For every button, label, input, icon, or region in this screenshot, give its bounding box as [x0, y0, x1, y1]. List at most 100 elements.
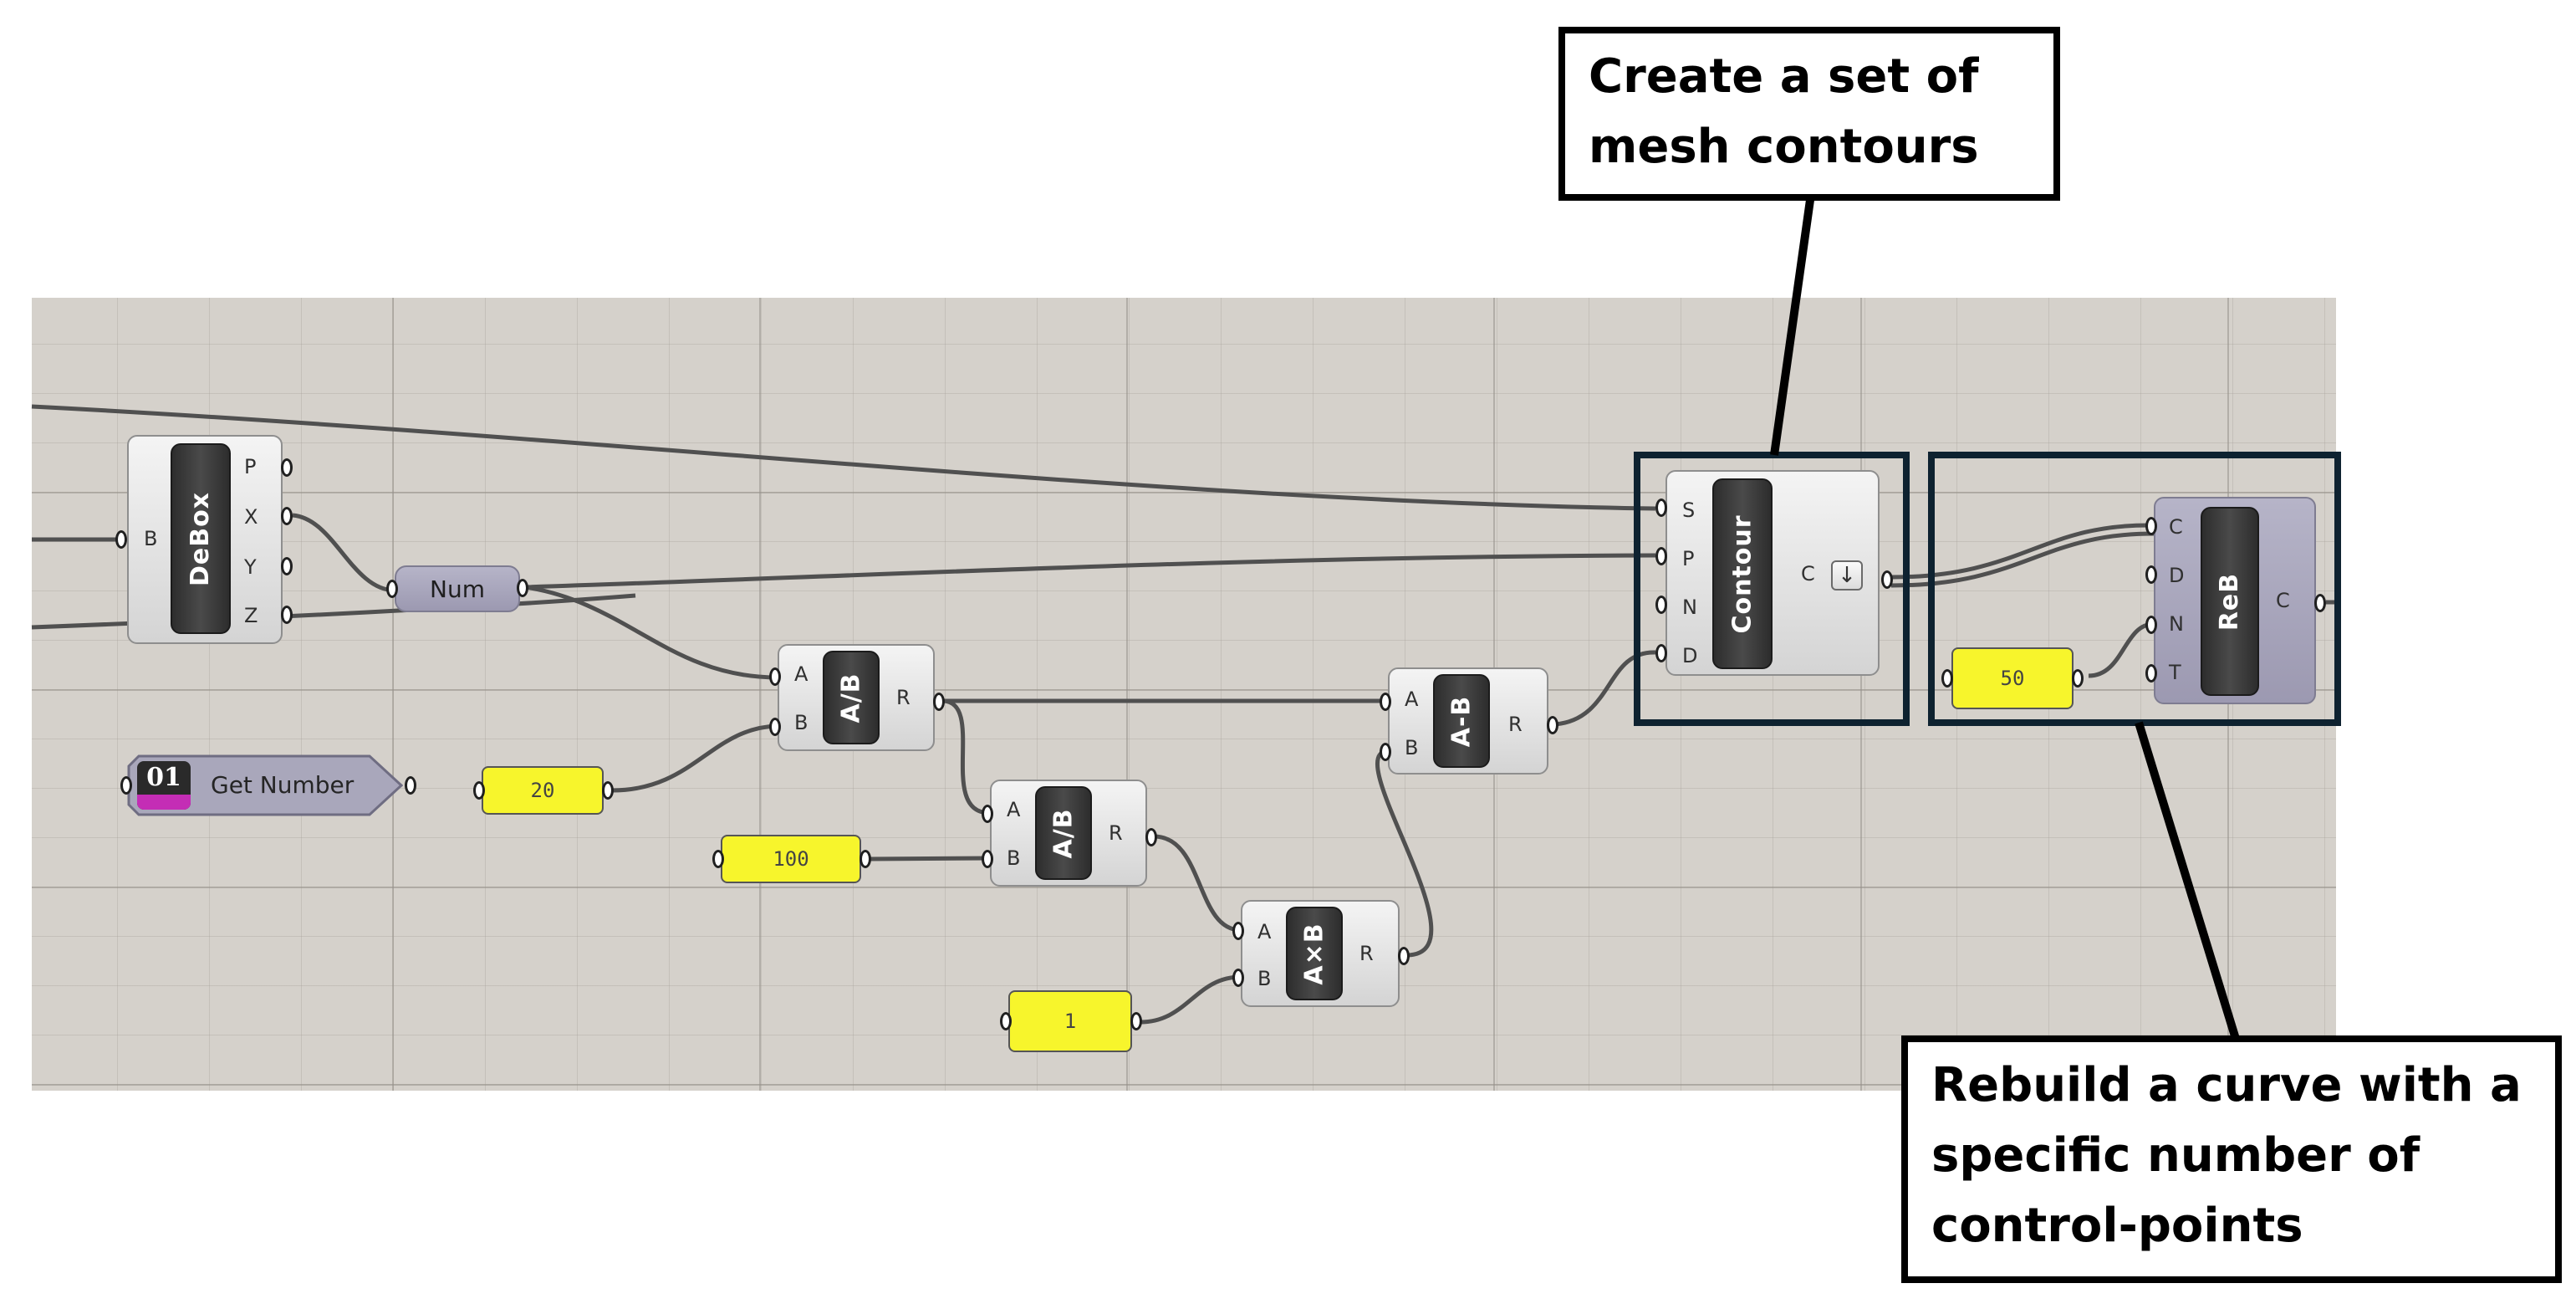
- div1-port-r[interactable]: [933, 693, 945, 711]
- reb-title-bar: ReB: [2201, 507, 2259, 696]
- wire-num-to-contour-p: [524, 553, 1656, 590]
- mult-port-a[interactable]: [1232, 922, 1244, 940]
- reb-input-c: C: [2169, 515, 2183, 539]
- contour-note-line-1: Create a set of: [1589, 49, 1979, 104]
- panel-100-port-in[interactable]: [712, 850, 724, 868]
- div1-input-b: B: [794, 711, 809, 734]
- rebuild-annotation: Rebuild a curve with a specific number o…: [1901, 1035, 2562, 1283]
- mult-input-a: A: [1257, 920, 1272, 943]
- contour-input-d: D: [1682, 644, 1698, 667]
- debox-output-z: Z: [244, 604, 258, 627]
- panel-1-port-in[interactable]: [1000, 1012, 1012, 1030]
- flatten-down-arrow-icon[interactable]: ↓: [1831, 560, 1863, 591]
- get-number-port-out[interactable]: [405, 776, 416, 795]
- get-number-icon: 01: [137, 761, 191, 810]
- panel-1-port-out[interactable]: [1130, 1012, 1142, 1030]
- sub-port-b[interactable]: [1380, 743, 1391, 761]
- sub-input-b: B: [1405, 736, 1419, 759]
- div2-input-a: A: [1007, 798, 1021, 821]
- debox-port-z[interactable]: [281, 606, 293, 624]
- debox-component[interactable]: B DeBox P X Y Z: [127, 435, 283, 644]
- reb-port-c[interactable]: [2145, 517, 2157, 535]
- contour-port-p[interactable]: [1655, 547, 1667, 565]
- panel-20-port-in[interactable]: [473, 781, 485, 800]
- div2-port-a[interactable]: [982, 805, 993, 823]
- multiplication-component[interactable]: A B A×B R: [1241, 900, 1400, 1007]
- subtraction-component[interactable]: A B A-B R: [1388, 667, 1548, 775]
- debox-output-y: Y: [244, 555, 257, 579]
- contour-highlight-box: [1634, 452, 1910, 726]
- reb-port-out-c[interactable]: [2314, 594, 2326, 612]
- get-number-component[interactable]: 01 Get Number: [127, 754, 403, 816]
- mult-title-bar: A×B: [1286, 907, 1343, 1000]
- div1-title-bar: A/B: [823, 651, 880, 744]
- wire-p100-to-div2-b: [869, 856, 991, 862]
- debox-port-b[interactable]: [115, 530, 127, 549]
- div1-input-a: A: [794, 662, 809, 686]
- sub-port-a[interactable]: [1380, 693, 1391, 711]
- debox-port-y[interactable]: [281, 557, 293, 575]
- sub-port-r[interactable]: [1547, 716, 1558, 734]
- rebuild-note-line-1: Rebuild a curve with a: [1931, 1058, 2522, 1112]
- wire-num-to-div1-a: [524, 585, 778, 680]
- mult-port-r[interactable]: [1398, 947, 1410, 965]
- wire-div1-to-div2-a: [942, 698, 991, 815]
- division-component-1[interactable]: A B A/B R: [778, 644, 935, 751]
- wire-p1-to-mult-b: [1140, 974, 1242, 1025]
- panel-100-port-out[interactable]: [860, 850, 871, 868]
- debox-input-b: B: [144, 527, 158, 550]
- debox-output-p: P: [244, 455, 257, 478]
- div2-output-r: R: [1109, 821, 1123, 845]
- debox-port-x[interactable]: [281, 507, 293, 525]
- rebuild-note-line-2: specific number of: [1931, 1128, 2420, 1183]
- get-number-port-in[interactable]: [120, 776, 132, 795]
- div2-port-r[interactable]: [1145, 828, 1157, 846]
- reb-input-t: T: [2169, 661, 2181, 684]
- debox-output-x: X: [244, 505, 258, 529]
- num-port-out[interactable]: [517, 579, 528, 597]
- panel-50-port-out[interactable]: [2072, 669, 2084, 688]
- reb-port-n[interactable]: [2145, 616, 2157, 634]
- div2-title-bar: A/B: [1035, 786, 1092, 880]
- contour-output-c: C: [1801, 562, 1815, 585]
- contour-port-d[interactable]: [1655, 644, 1667, 662]
- reb-port-d[interactable]: [2145, 565, 2157, 584]
- wire-mult-to-sub-b: [1375, 749, 1434, 958]
- sub-input-a: A: [1405, 688, 1419, 711]
- contour-port-n[interactable]: [1655, 596, 1667, 614]
- mult-input-b: B: [1257, 967, 1272, 990]
- contour-component[interactable]: S P N D Contour C ↓: [1665, 470, 1880, 676]
- panel-100[interactable]: 100: [721, 835, 861, 883]
- contour-port-s[interactable]: [1655, 499, 1667, 517]
- contour-note-line-2: mesh contours: [1589, 120, 1979, 174]
- panel-20-port-out[interactable]: [602, 781, 614, 800]
- num-port-in[interactable]: [386, 580, 398, 598]
- div2-input-b: B: [1007, 846, 1021, 870]
- rebuild-highlight-box: [1928, 452, 2341, 726]
- div2-port-b[interactable]: [982, 850, 993, 868]
- get-number-shape: [127, 754, 403, 816]
- rebuild-note-line-3: control-points: [1931, 1199, 2303, 1253]
- num-label: Num: [430, 575, 485, 603]
- contour-port-c[interactable]: [1881, 570, 1893, 589]
- contour-title-bar: Contour: [1712, 478, 1773, 669]
- debox-port-p[interactable]: [281, 458, 293, 477]
- debox-title-bar: DeBox: [171, 443, 231, 634]
- mult-output-r: R: [1359, 942, 1374, 965]
- get-number-label: Get Number: [211, 771, 355, 799]
- reb-port-t[interactable]: [2145, 664, 2157, 683]
- div1-output-r: R: [896, 686, 911, 709]
- div1-port-b[interactable]: [769, 718, 781, 736]
- reb-input-d: D: [2169, 564, 2185, 587]
- wire-top-to-contour-s: [31, 404, 1656, 511]
- mult-port-b[interactable]: [1232, 969, 1244, 987]
- div1-port-a[interactable]: [769, 667, 781, 686]
- division-component-2[interactable]: A B A/B R: [990, 780, 1147, 887]
- panel-50-port-in[interactable]: [1941, 669, 1953, 688]
- contour-input-p: P: [1682, 547, 1695, 570]
- wire-debox-x-to-num: [292, 513, 395, 593]
- wire-p50-to-reb-n: [2088, 621, 2155, 678]
- panel-20[interactable]: 20: [482, 766, 604, 815]
